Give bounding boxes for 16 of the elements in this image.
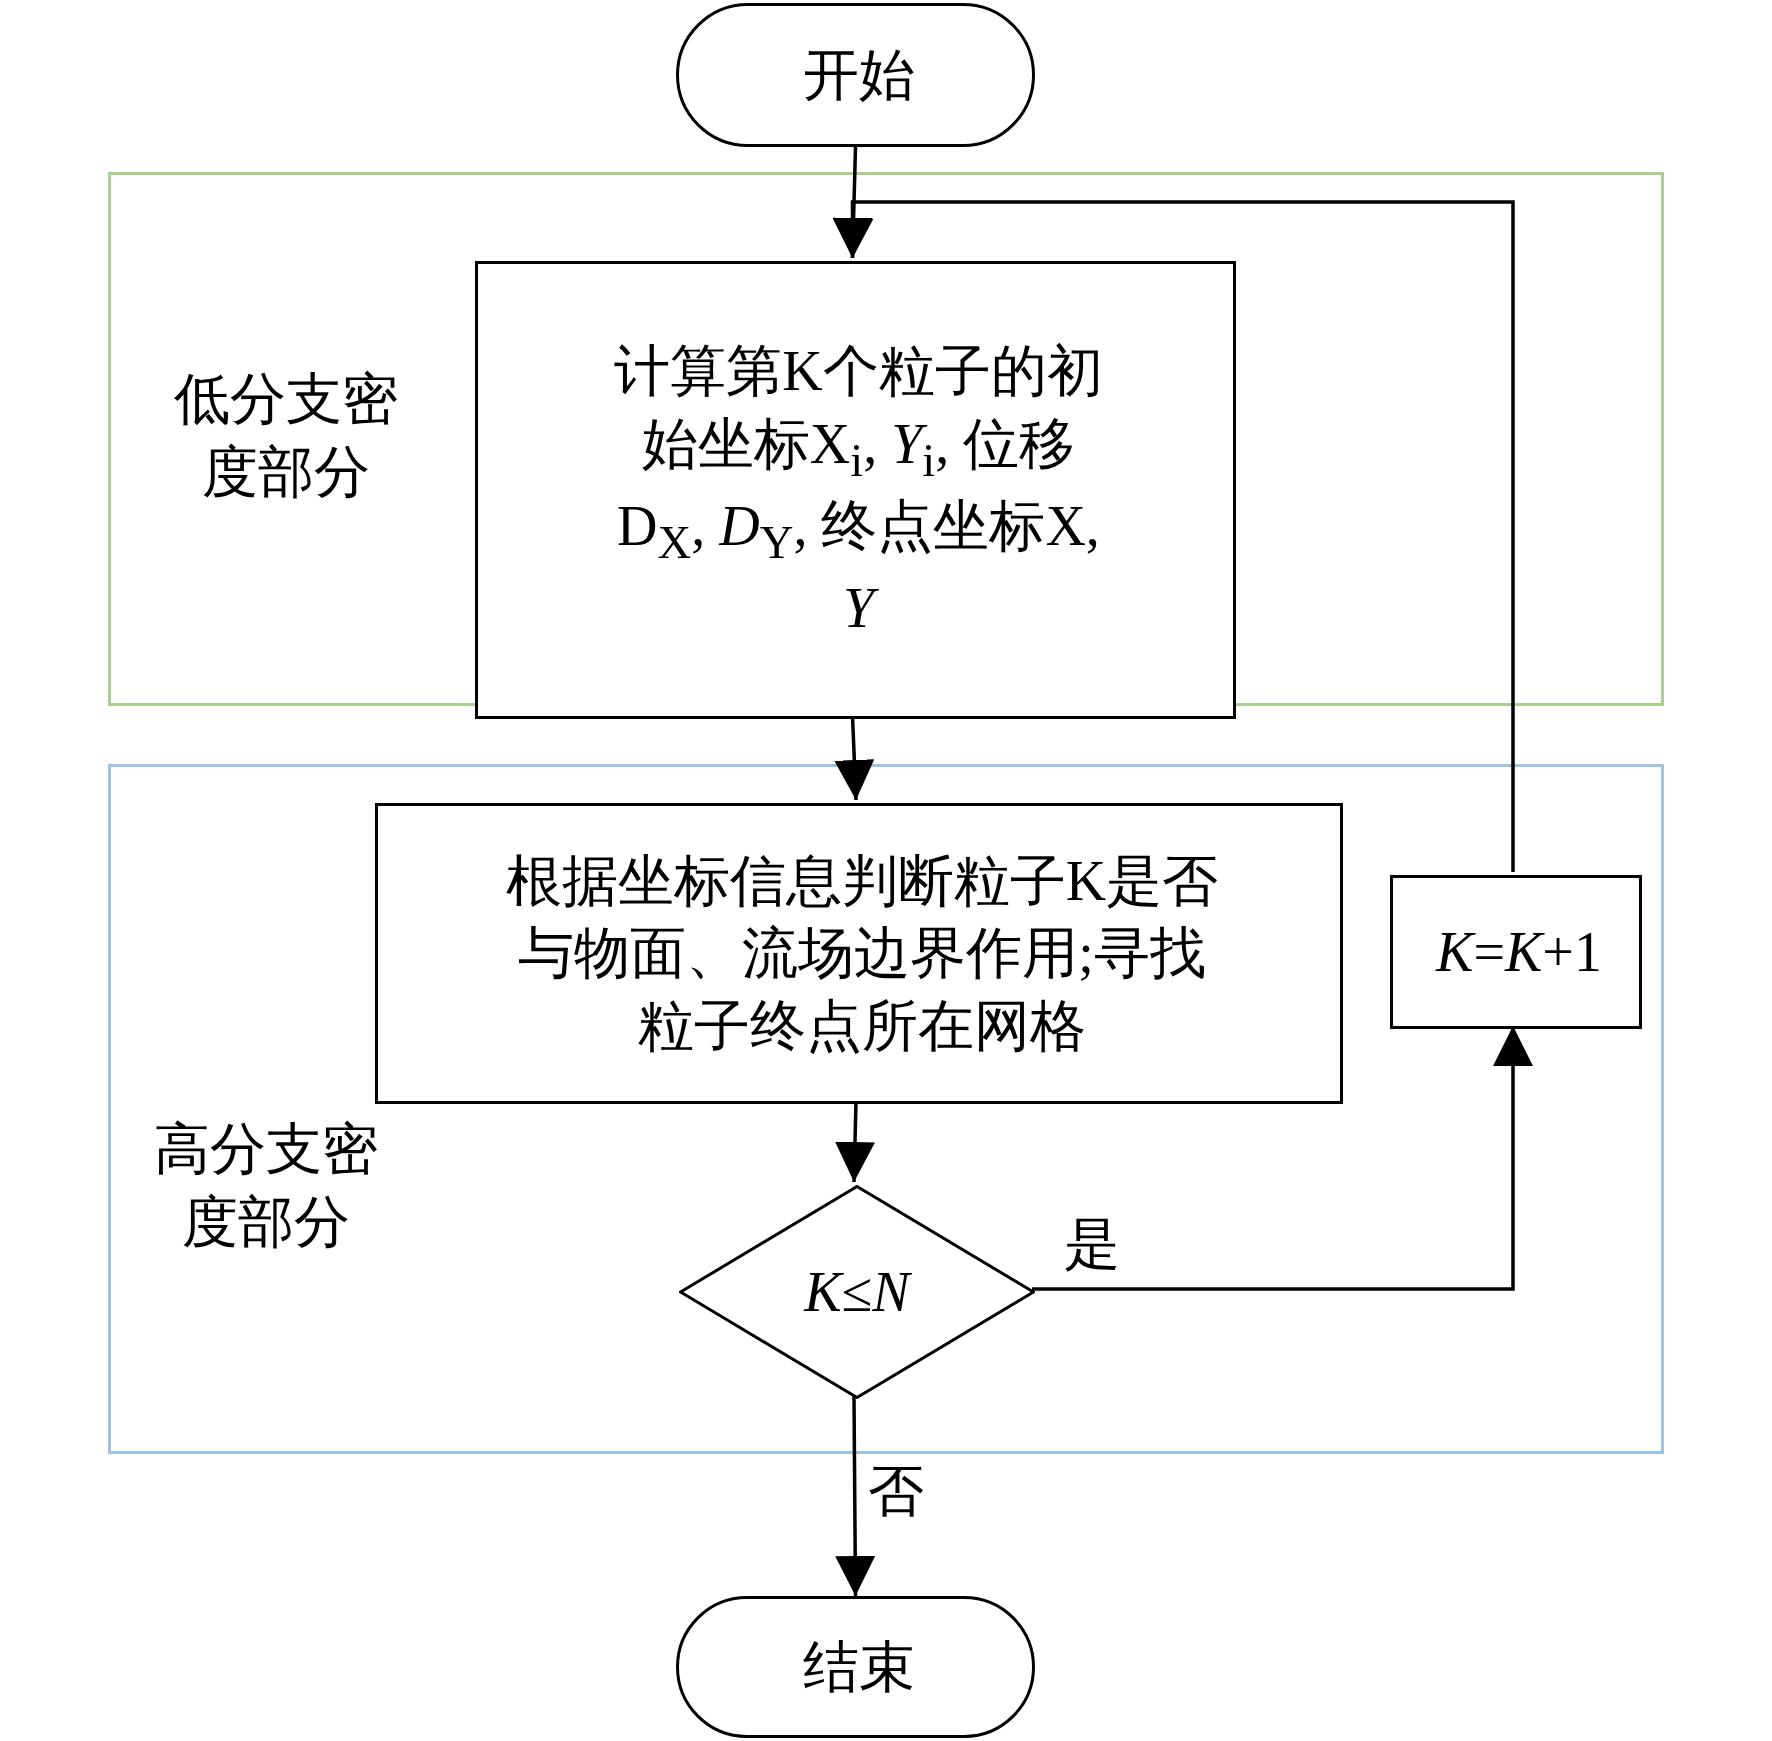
node-text: 开始	[801, 42, 916, 108]
node-text: 根据坐标信息判断粒子K是否与物面、流场边界作用;寻找粒子终点所在网格	[504, 848, 1220, 1059]
region-label: 低分支密度部分	[173, 367, 399, 505]
arrow	[835, 1396, 876, 1596]
process-box	[375, 803, 1343, 1104]
process-box	[1390, 875, 1642, 1029]
node-text: 计算第K个粒子的初始坐标X$_{i}$, Y$_{i}$, 位移D$_{X}$, D$_{Y}$, 终点坐标X, Y	[613, 339, 1104, 641]
region-label: 高分支密度部分	[153, 1117, 379, 1255]
arrow	[1032, 1026, 1533, 1291]
arrow	[832, 200, 1515, 872]
region-frame	[108, 764, 1664, 1454]
node-text: 结束	[801, 1634, 916, 1700]
decision-diamond	[679, 1185, 1035, 1399]
node-text: K=K+1	[1434, 919, 1603, 985]
node-text: K≤N	[802, 1259, 913, 1325]
process-box	[475, 261, 1236, 719]
